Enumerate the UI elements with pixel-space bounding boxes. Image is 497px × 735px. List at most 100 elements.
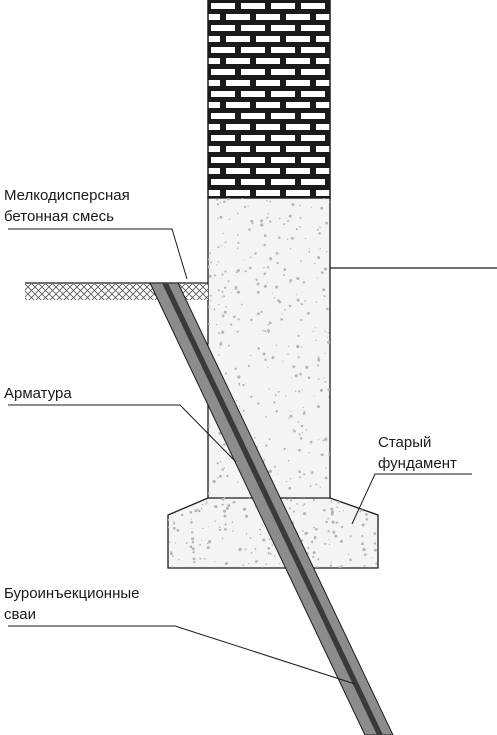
concrete-speckle <box>330 561 332 563</box>
concrete-speckle <box>283 447 286 451</box>
concrete-speckle <box>192 551 195 554</box>
concrete-speckle <box>325 467 327 469</box>
concrete-speckle <box>230 292 232 294</box>
concrete-speckle <box>238 382 241 385</box>
concrete-speckle <box>269 469 273 473</box>
concrete-speckle <box>330 512 334 516</box>
concrete-speckle <box>216 264 218 266</box>
concrete-speckle <box>269 200 272 203</box>
concrete-speckle <box>339 539 344 543</box>
concrete-speckle <box>265 444 268 447</box>
concrete-speckle <box>324 381 327 383</box>
concrete-speckle <box>319 248 321 250</box>
concrete-speckle <box>277 299 281 303</box>
concrete-speckle <box>308 251 311 253</box>
concrete-speckle <box>301 432 303 434</box>
concrete-speckle <box>312 555 315 559</box>
leader-rebar <box>8 404 237 463</box>
concrete-speckle <box>268 321 272 325</box>
concrete-speckle <box>290 411 292 413</box>
concrete-speckle <box>308 452 310 454</box>
concrete-speckle <box>361 523 365 527</box>
concrete-speckle <box>315 339 317 341</box>
concrete-speckle <box>263 458 265 461</box>
concrete-speckle <box>292 428 295 430</box>
concrete-speckle <box>294 390 297 392</box>
concrete-speckle <box>328 543 331 546</box>
brick-wall <box>207 0 331 199</box>
concrete-speckle <box>171 566 174 568</box>
concrete-speckle <box>256 290 260 294</box>
label-rebar: Арматура <box>4 385 72 402</box>
concrete-speckle <box>217 246 220 249</box>
concrete-speckle <box>236 212 239 215</box>
concrete-speckle <box>370 507 373 511</box>
concrete-speckle <box>221 497 225 501</box>
concrete-speckle <box>288 214 292 218</box>
concrete-speckle <box>338 511 341 513</box>
concrete-speckle <box>260 310 263 313</box>
concrete-speckle <box>324 476 328 480</box>
concrete-speckle <box>193 561 196 564</box>
concrete-speckle <box>238 547 242 552</box>
concrete-speckle <box>302 406 304 409</box>
concrete-speckle <box>256 445 259 448</box>
concrete-speckle <box>327 336 329 339</box>
concrete-speckle <box>326 251 328 253</box>
concrete-speckle <box>278 236 281 240</box>
concrete-speckle <box>359 510 362 513</box>
concrete-speckle <box>371 557 373 559</box>
concrete-speckle <box>223 466 226 469</box>
concrete-speckle <box>299 226 302 228</box>
concrete-speckle <box>242 384 245 387</box>
concrete-speckle <box>214 520 217 522</box>
concrete-speckle <box>176 528 180 532</box>
concrete-speckle <box>319 388 324 392</box>
concrete-speckle <box>322 439 325 442</box>
concrete-speckle <box>254 252 257 255</box>
concrete-speckle <box>315 301 318 303</box>
concrete-speckle <box>267 323 270 326</box>
concrete-speckle <box>228 344 230 347</box>
concrete-speckle <box>289 279 293 282</box>
concrete-speckle <box>219 474 222 478</box>
concrete-speckle <box>291 377 293 379</box>
concrete-speckle <box>221 314 225 318</box>
concrete-speckle <box>281 313 283 315</box>
concrete-speckle <box>330 565 332 567</box>
concrete-speckle <box>280 317 283 321</box>
concrete-speckle <box>232 315 236 319</box>
concrete-speckle <box>244 548 247 551</box>
concrete-speckle <box>300 318 303 321</box>
concrete-speckle <box>243 259 245 261</box>
concrete-speckle <box>327 340 331 344</box>
concrete-speckle <box>254 437 256 439</box>
concrete-speckle <box>172 555 174 558</box>
concrete-speckle <box>242 409 245 412</box>
concrete-speckle <box>296 503 298 505</box>
concrete-speckle <box>168 518 170 522</box>
concrete-speckle <box>236 269 240 273</box>
concrete-speckle <box>299 437 303 440</box>
concrete-speckle <box>250 395 253 398</box>
concrete-speckle <box>287 417 290 420</box>
concrete-speckle <box>318 439 320 441</box>
concrete-speckle <box>220 341 223 344</box>
concrete-speckle <box>287 220 290 223</box>
concrete-speckle <box>325 221 329 225</box>
concrete-speckle <box>295 228 298 231</box>
concrete-speckle <box>221 273 224 276</box>
concrete-speckle <box>262 524 264 526</box>
concrete-speckle <box>250 318 253 322</box>
concrete-speckle <box>216 462 219 465</box>
concrete-speckle <box>373 548 377 552</box>
concrete-speckle <box>207 322 210 325</box>
concrete-speckle <box>284 309 286 311</box>
concrete-speckle <box>347 553 350 556</box>
concrete-speckle <box>234 367 237 370</box>
concrete-speckle <box>223 286 227 289</box>
concrete-speckle <box>206 501 208 503</box>
concrete-speckle <box>218 303 220 306</box>
concrete-speckle <box>297 356 300 359</box>
concrete-speckle <box>277 473 279 475</box>
